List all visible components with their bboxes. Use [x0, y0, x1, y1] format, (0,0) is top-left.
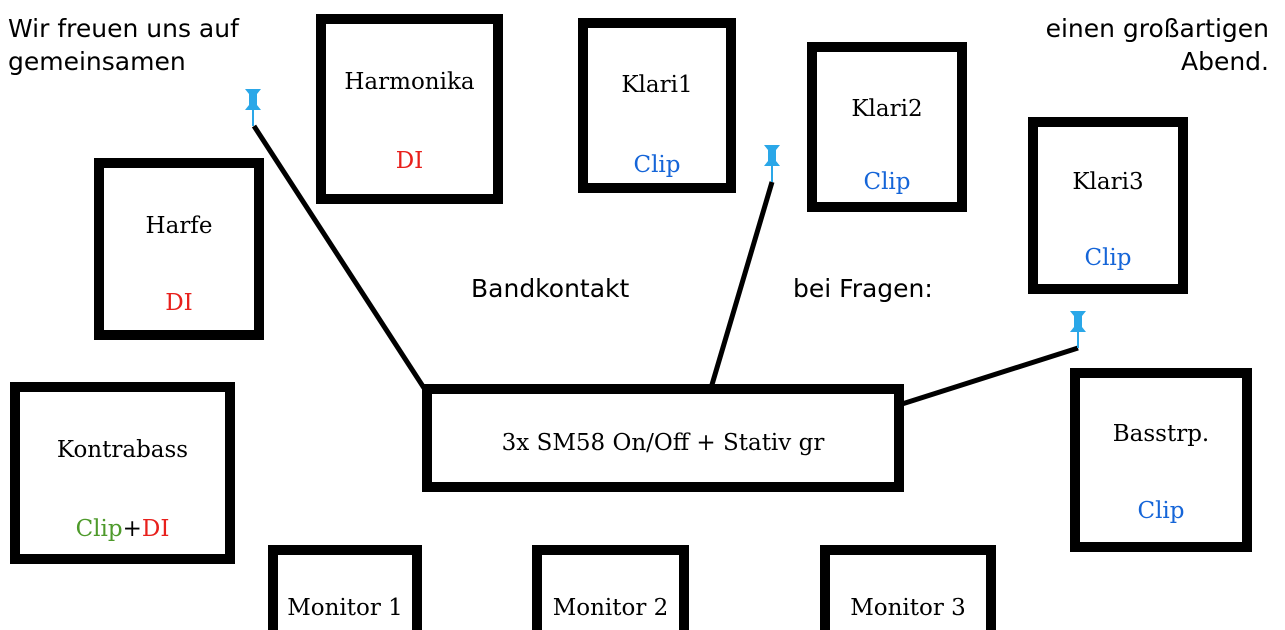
note-top-right: einen großartigen Abend. — [1046, 12, 1269, 78]
monitor-label: Monitor 1 — [287, 595, 403, 621]
note-line: Wir freuen uns auf — [8, 14, 239, 43]
instrument-name: Klari1 — [621, 72, 693, 98]
note-bandkontakt: Bandkontakt — [471, 274, 630, 303]
monitor-label: Monitor 2 — [552, 595, 669, 621]
connection-clip: Clip — [633, 152, 681, 178]
pushpin-icon — [764, 145, 780, 182]
instrument-name: Klari3 — [1072, 169, 1144, 195]
monitor-3: Monitor 3 — [820, 545, 996, 630]
pushpin-icon — [1070, 311, 1086, 348]
instrument-name: Harfe — [145, 213, 213, 239]
instrument-klari1: Klari1 Clip — [578, 18, 736, 193]
instrument-klari2: Klari2 Clip — [807, 42, 967, 212]
mic-station-label: 3x SM58 On/Off + Stativ gr — [501, 430, 825, 456]
connection-di: DI — [141, 516, 170, 542]
instrument-name: Harmonika — [344, 69, 475, 95]
note-bei-fragen: bei Fragen: — [793, 274, 933, 303]
instrument-name: Basstrp. — [1112, 421, 1210, 447]
instrument-basstrp: Basstrp. Clip — [1070, 368, 1252, 552]
connection-di: DI — [165, 290, 193, 316]
cable-3 — [901, 345, 1079, 407]
connection-clip: Clip — [75, 516, 123, 542]
connection-clip-di: Clip+DI — [20, 516, 225, 542]
monitor-1: Monitor 1 — [268, 545, 422, 630]
instrument-kontrabass: Kontrabass Clip+DI — [10, 382, 235, 564]
note-top-left: Wir freuen uns auf gemeinsamen — [8, 12, 239, 78]
connection-plus: + — [122, 516, 142, 542]
note-line: Abend. — [1180, 47, 1269, 76]
instrument-name: Kontrabass — [56, 437, 189, 463]
monitor-label: Monitor 3 — [850, 595, 966, 621]
mic-station: 3x SM58 On/Off + Stativ gr — [422, 384, 904, 492]
instrument-harmonika: Harmonika DI — [316, 14, 503, 204]
note-line: einen großartigen — [1045, 14, 1269, 43]
connection-clip: Clip — [863, 169, 911, 195]
note-line: gemeinsamen — [8, 47, 186, 76]
connection-di: DI — [395, 148, 424, 174]
instrument-harfe: Harfe DI — [94, 158, 264, 340]
connection-clip: Clip — [1084, 245, 1132, 271]
cable-1 — [251, 124, 427, 390]
monitor-2: Monitor 2 — [532, 545, 689, 630]
cable-2 — [708, 181, 775, 389]
instrument-name: Klari2 — [851, 96, 923, 122]
pushpin-icon — [245, 89, 261, 126]
connection-clip: Clip — [1137, 498, 1185, 524]
instrument-klari3: Klari3 Clip — [1028, 117, 1188, 294]
